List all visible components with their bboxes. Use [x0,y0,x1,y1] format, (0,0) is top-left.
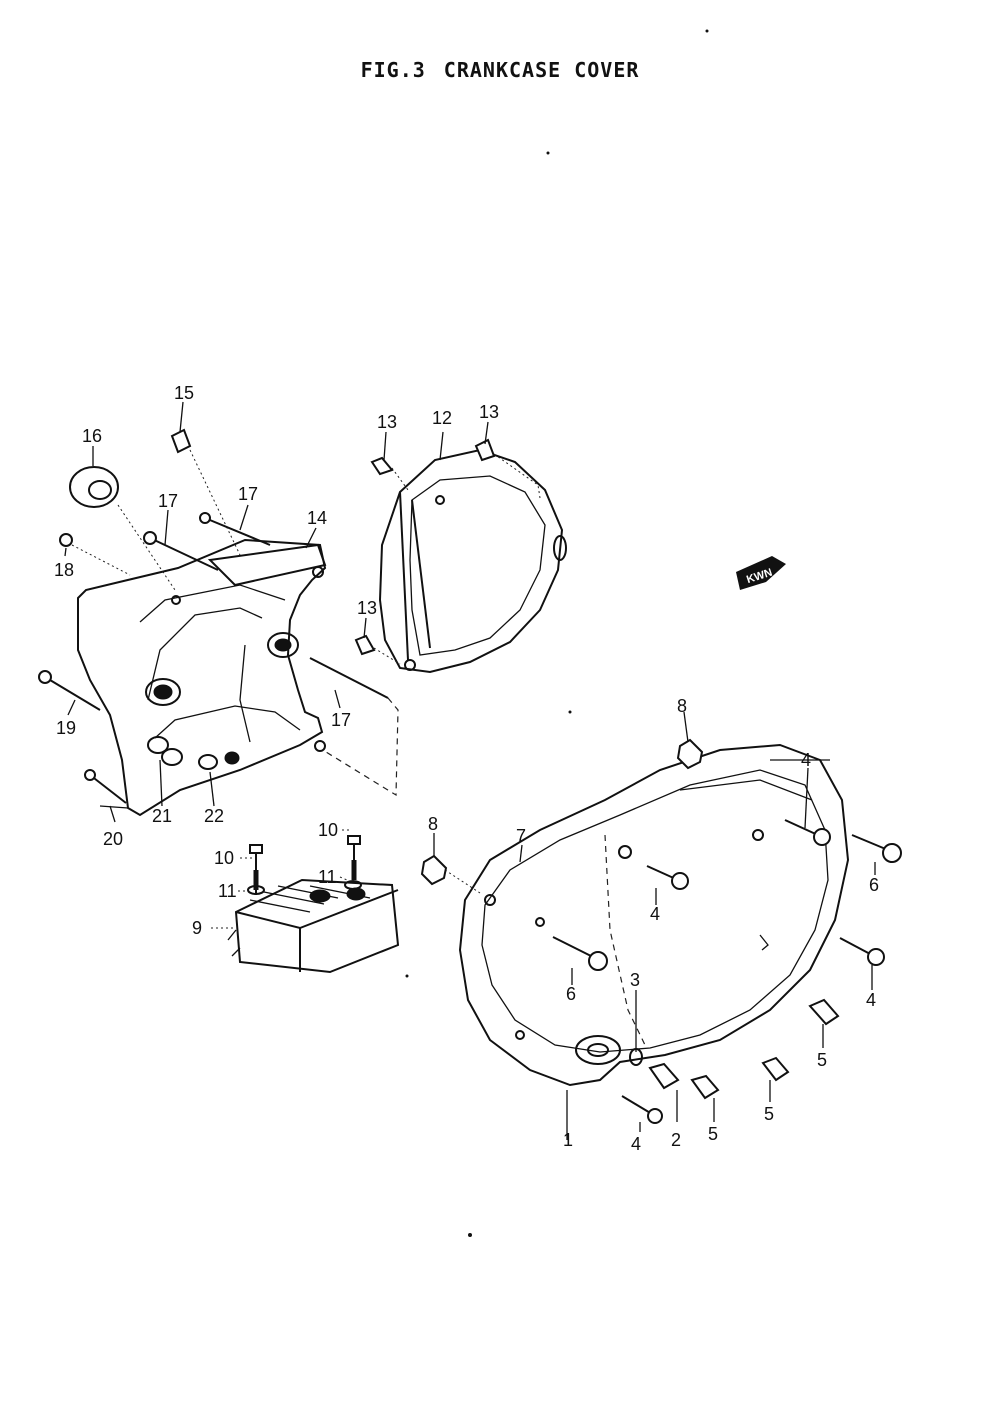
callout-5: 5 [817,1050,827,1070]
figure-title: FIG.3 CRANKCASE COVER [0,58,1000,82]
callout-15: 15 [174,383,194,403]
callout-13: 13 [479,402,499,422]
right-crankcase-cover [444,743,850,1087]
callout-21: 21 [152,806,172,826]
callout-20: 20 [103,829,123,849]
callout-labels: 15 16 17 17 14 18 13 12 13 13 17 19 20 2… [54,383,879,1154]
callout-17: 17 [331,710,351,730]
callout-leaders [64,401,876,1140]
callout-9: 9 [192,918,202,938]
callout-13: 13 [377,412,397,432]
callout-10: 10 [318,820,338,840]
callout-11: 11 [318,867,337,887]
callout-1: 1 [563,1130,573,1150]
callout-19: 19 [56,718,76,738]
callout-13: 13 [357,598,377,618]
callout-14: 14 [307,508,327,528]
callout-18: 18 [54,560,74,580]
fan-shroud [354,438,567,674]
right-cover-bolts [552,819,902,1124]
callout-4: 4 [866,990,876,1010]
direction-badge: KWN [736,556,786,590]
callout-3: 3 [630,970,640,990]
callout-11: 11 [218,881,237,901]
callout-6: 6 [566,984,576,1004]
callout-17: 17 [158,491,178,511]
callout-10: 10 [214,848,234,868]
callout-16: 16 [82,426,102,446]
head-cover [227,835,400,974]
callout-4: 4 [650,904,660,924]
callout-8: 8 [428,814,438,834]
figure-number: FIG.3 [360,58,426,82]
figure-name: CRANKCASE COVER [443,58,640,82]
callout-5: 5 [764,1104,774,1124]
callout-4: 4 [631,1134,641,1154]
left-cover-bolts [38,428,399,804]
callout-2: 2 [671,1130,681,1150]
callout-5: 5 [708,1124,718,1144]
callout-6: 6 [869,875,879,895]
left-crankcase-cover [77,538,327,817]
dowel-pins [420,738,704,886]
callout-17: 17 [238,484,258,504]
callout-22: 22 [204,806,224,826]
callout-12: 12 [432,408,452,428]
callout-7: 7 [516,826,526,846]
callout-4: 4 [801,750,811,770]
callout-8: 8 [677,696,687,716]
